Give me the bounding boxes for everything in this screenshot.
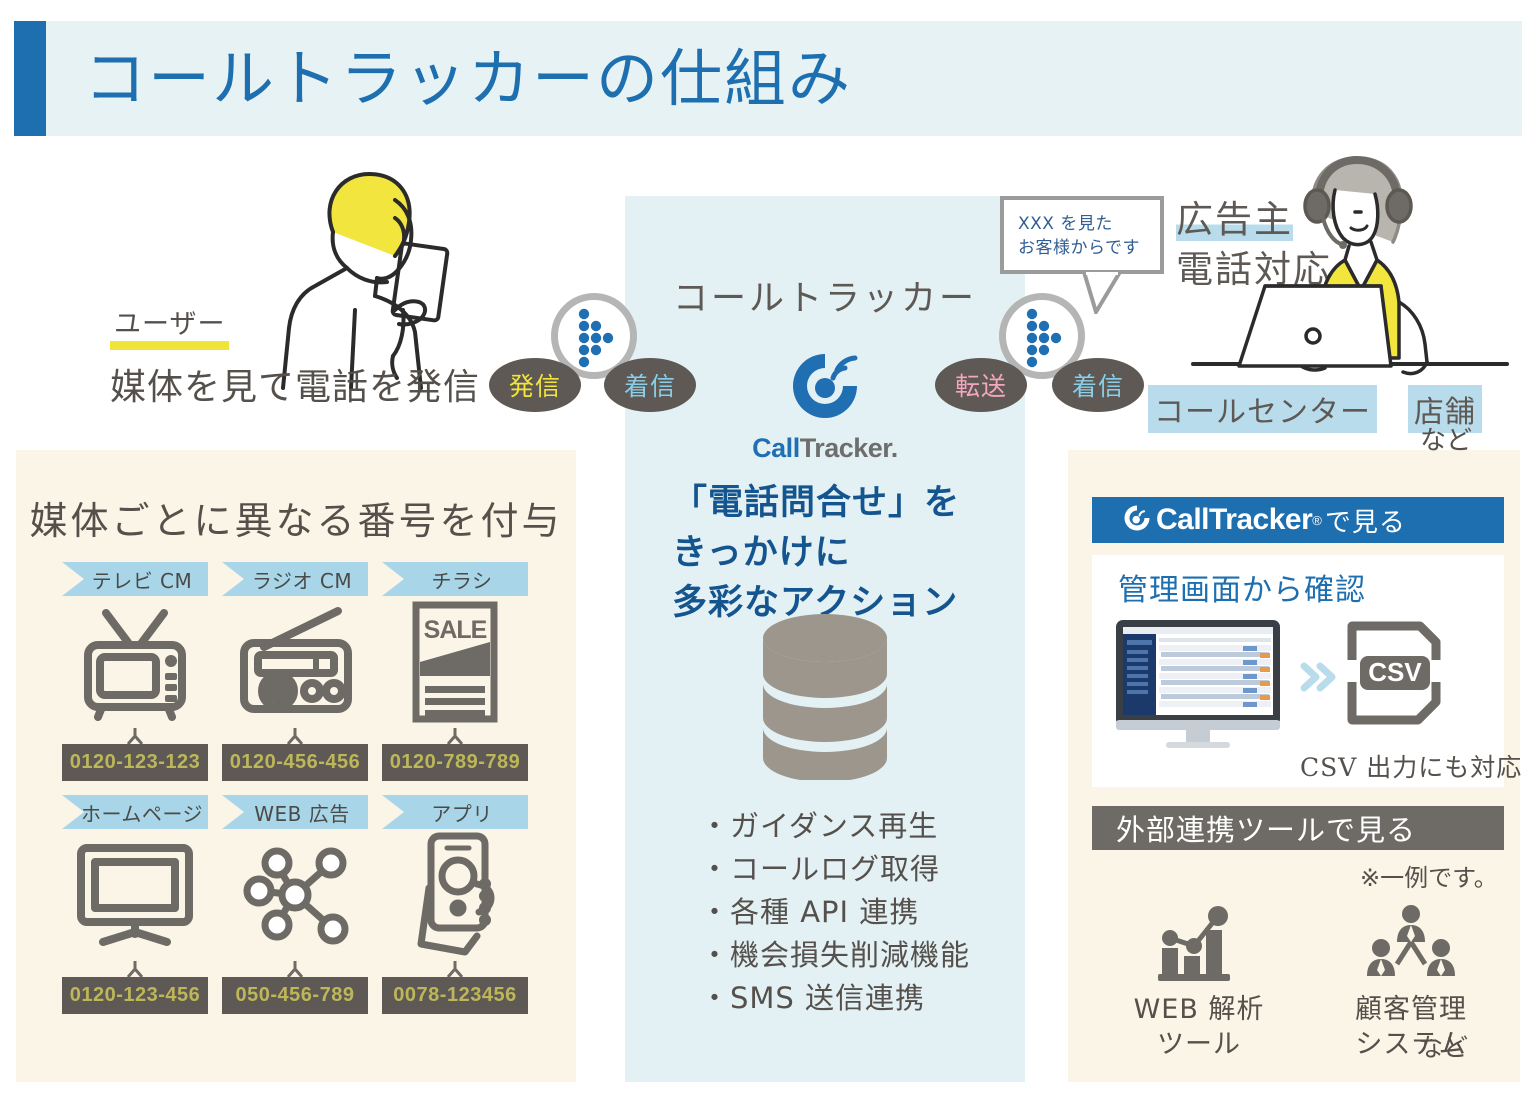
media-number: 0120-456-456	[222, 744, 368, 781]
csv-caption: CSV 出力にも対応	[1300, 753, 1523, 782]
csv-file-icon: CSV	[1344, 618, 1444, 733]
admin-monitor-screenshot	[1112, 618, 1284, 755]
media-item-homepage: ホームページ 0120-123-456	[62, 795, 222, 1014]
smartphone-icon	[382, 829, 528, 961]
advertiser-nado-label: など	[1420, 426, 1473, 456]
flyer-icon: SALE	[382, 596, 528, 728]
left-panel-title: 媒体ごとに異なる番号を付与	[29, 499, 563, 543]
tool-label-line-1: WEB 解析	[1133, 994, 1265, 1025]
media-number: 0120-789-789	[382, 744, 528, 781]
connector-line	[382, 728, 528, 744]
radio-icon	[222, 596, 368, 728]
pill-incoming-call-right: 着信	[1052, 358, 1144, 412]
tv-icon	[62, 596, 208, 728]
advertiser-title: 広告主 電話対応	[1176, 195, 1332, 295]
media-item-app: アプリ	[382, 795, 542, 1014]
calltracker-logo: CallTracker.	[745, 348, 905, 464]
advertiser-title-line-2: 電話対応	[1176, 248, 1332, 291]
user-illustration	[255, 160, 465, 390]
feature-item: ・ガイダンス再生	[700, 809, 939, 843]
admin-screen-title: 管理画面から確認	[1118, 573, 1366, 608]
tool-label-line-2: ツール	[1157, 1029, 1241, 1060]
call-agent-illustration	[1185, 150, 1515, 400]
tools-nado-label: など	[1418, 1033, 1469, 1062]
title-band	[14, 21, 1522, 136]
media-number: 0120-123-456	[62, 977, 208, 1014]
pill-incoming-call-left: 着信	[604, 358, 696, 412]
media-banner: チラシ	[382, 562, 528, 596]
speech-bubble-tail	[1082, 272, 1122, 314]
logo-word-call: Call	[752, 433, 800, 463]
center-copy-line-1: 「電話問合せ」を	[672, 482, 961, 523]
media-number-grid: テレビ CM	[62, 562, 540, 1028]
network-icon	[222, 829, 368, 961]
pill-forward-call: 転送	[935, 358, 1027, 412]
media-banner: ホームページ	[62, 795, 208, 829]
bubble-line-2: お客様からです	[1018, 238, 1140, 258]
example-note: ※一例です。	[1360, 864, 1498, 892]
feature-item: ・コールログ取得	[700, 852, 941, 886]
user-label-group: ユーザー 媒体を見て電話を発信	[110, 310, 481, 410]
channel-tags: コールセンター 店舗	[1148, 385, 1482, 433]
page-title: コールトラッカーの仕組み	[84, 42, 853, 115]
pill-outgoing-call: 発信	[489, 358, 581, 412]
calltracker-wordmark: CallTracker.	[752, 433, 898, 463]
svg-text:SALE: SALE	[424, 616, 487, 644]
people-icon	[1322, 900, 1500, 982]
calltracker-bar-registered: ®	[1312, 512, 1322, 528]
media-item-flyer: チラシ SALE 0120-789-789	[382, 562, 542, 781]
calltracker-bar-wordmark: CallTracker	[1156, 503, 1313, 536]
calltracker-heading: コールトラッカー	[672, 279, 977, 319]
calltracker-mark-icon	[793, 354, 858, 418]
tool-label: 顧客管理 システム	[1322, 992, 1500, 1062]
svg-text:CSV: CSV	[1368, 657, 1422, 687]
tool-web-analytics: WEB 解析 ツール	[1110, 900, 1288, 1062]
database-icon	[758, 612, 892, 785]
feature-item: ・機会損失削減機能	[700, 938, 971, 972]
tool-label: WEB 解析 ツール	[1110, 992, 1288, 1062]
tool-label-line-2: システム	[1355, 1029, 1467, 1060]
center-copy: 「電話問合せ」を きっかけに 多彩なアクション	[672, 478, 1012, 628]
monitor-icon	[62, 829, 208, 961]
media-banner: ラジオ CM	[222, 562, 368, 596]
external-tools-row: WEB 解析 ツール	[1110, 900, 1500, 1062]
connector-line	[222, 961, 368, 977]
calltracker-view-bar: CallTracker ® で見る	[1092, 497, 1504, 543]
feature-item: ・各種 API 連携	[700, 895, 920, 929]
user-kicker: ユーザー	[110, 310, 230, 350]
feature-item: ・SMS 送信連携	[700, 981, 926, 1015]
title-accent-bar	[14, 21, 46, 136]
media-number: 0078-123456	[382, 977, 528, 1014]
tool-label-line-1: 顧客管理	[1355, 994, 1467, 1025]
connector-line	[222, 728, 368, 744]
media-item-tv: テレビ CM	[62, 562, 222, 781]
export-arrow-icon	[1298, 660, 1338, 699]
connector-line	[382, 961, 528, 977]
media-banner: テレビ CM	[62, 562, 208, 596]
center-copy-line-2: きっかけに	[672, 532, 851, 573]
external-tools-bar: 外部連携ツールで見る	[1092, 806, 1504, 850]
tag-store: 店舗	[1407, 385, 1482, 433]
tag-call-center: コールセンター	[1148, 385, 1377, 433]
media-number: 050-456-789	[222, 977, 368, 1014]
connector-line	[62, 961, 208, 977]
media-item-radio: ラジオ CM 0120-4	[222, 562, 382, 781]
connector-line	[62, 728, 208, 744]
calltracker-bar-suffix: で見る	[1324, 507, 1406, 538]
media-item-web-ad: WEB 広告 050-456-789	[222, 795, 382, 1014]
feature-list: ・ガイダンス再生 ・コールログ取得 ・各種 API 連携 ・機会損失削減機能 ・…	[700, 805, 1020, 1020]
user-description: 媒体を見て電話を発信	[110, 367, 481, 408]
phone-transfer-circle-left	[551, 293, 637, 379]
media-number: 0120-123-123	[62, 744, 208, 781]
advertiser-title-line-1: 広告主	[1176, 198, 1293, 241]
logo-word-tracker: Tracker	[799, 433, 892, 463]
bubble-line-1: XXX を見た	[1018, 214, 1113, 234]
media-banner: アプリ	[382, 795, 528, 829]
calltracker-mark-small-icon	[1122, 503, 1152, 538]
speech-bubble: XXX を見た お客様からです	[1000, 196, 1164, 274]
media-banner: WEB 広告	[222, 795, 368, 829]
tool-crm: 顧客管理 システム	[1322, 900, 1500, 1062]
bar-chart-icon	[1110, 900, 1288, 982]
